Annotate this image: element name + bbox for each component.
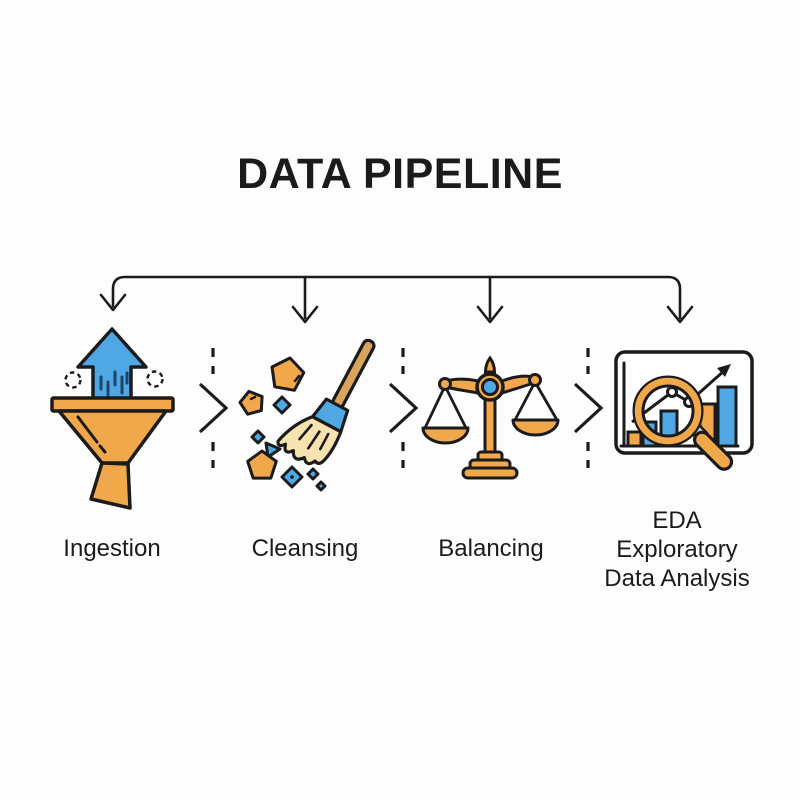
stage-label-ingestion: Ingestion (63, 535, 161, 562)
chart-magnifier-icon (614, 350, 754, 471)
chevron-separator-icon (198, 348, 229, 468)
eda-label-line: Data Analysis (604, 565, 750, 592)
stage-label-eda: EDA Exploratory Data Analysis (587, 506, 767, 593)
stage-label-balancing: Balancing (438, 535, 544, 562)
chevron-separator-icon (573, 348, 604, 468)
funnel-ingestion-icon (50, 327, 175, 510)
stage-label-cleansing: Cleansing (251, 535, 359, 562)
eda-label-line: EDA (652, 507, 702, 534)
chevron-separator-icon (388, 348, 419, 468)
page-title: DATA PIPELINE (237, 150, 563, 198)
eda-label-line: Exploratory (616, 536, 738, 563)
broom-cleansing-icon (238, 338, 376, 492)
pipeline-connector-arrows (99, 275, 694, 324)
balance-scale-icon (421, 355, 560, 480)
